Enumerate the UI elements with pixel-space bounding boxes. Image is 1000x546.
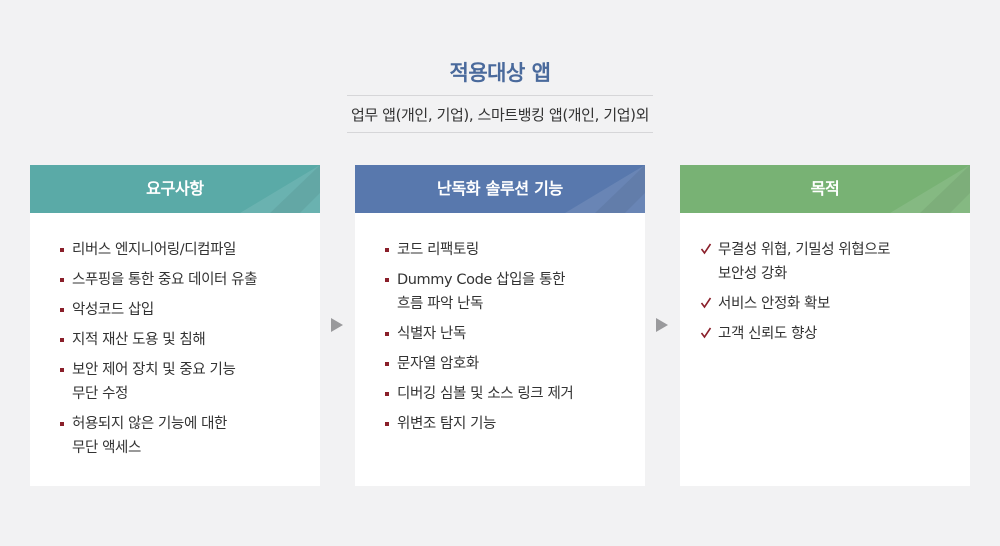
arrow-right-icon — [331, 318, 343, 332]
list-item: 문자열 암호화 — [385, 352, 625, 376]
list-item-text: 흐름 파악 난독 — [397, 296, 484, 312]
list-item: 지적 재산 도용 및 침해 — [60, 328, 300, 352]
check-icon — [700, 297, 712, 309]
list-item: 코드 리팩토링 — [385, 238, 625, 262]
square-bullet-icon — [60, 308, 64, 312]
list-item-text: 식별자 난독 — [397, 326, 466, 342]
list-item-text: 보안성 강화 — [718, 266, 787, 282]
list-item: 스푸핑을 통한 중요 데이터 유출 — [60, 268, 300, 292]
list-item-text: 무결성 위협, 기밀성 위협으로 — [718, 242, 891, 258]
solution-card-header: 난독화 솔루션 기능 — [355, 165, 645, 213]
square-bullet-icon — [60, 338, 64, 342]
list-item: 서비스 안정화 확보 — [700, 292, 950, 316]
page-title: 적용대상 앱 — [449, 61, 551, 85]
list-item-text: 무단 수정 — [72, 386, 128, 402]
list-item-text: 악성코드 삽입 — [72, 302, 154, 318]
header: 적용대상 앱 업무 앱(개인, 기업), 스마트뱅킹 앱(개인, 기업)외 — [0, 56, 1000, 133]
purpose-title: 목적 — [810, 179, 840, 198]
square-bullet-icon — [385, 392, 389, 396]
square-bullet-icon — [385, 362, 389, 366]
check-icon — [700, 243, 712, 255]
subtitle-box: 업무 앱(개인, 기업), 스마트뱅킹 앱(개인, 기업)외 — [347, 95, 653, 133]
list-item: 악성코드 삽입 — [60, 298, 300, 322]
square-bullet-icon — [60, 278, 64, 282]
list-item-text: 지적 재산 도용 및 침해 — [72, 332, 206, 348]
square-bullet-icon — [385, 278, 389, 282]
list-item-text: 서비스 안정화 확보 — [718, 296, 830, 312]
purpose-card-header: 목적 — [680, 165, 970, 213]
list-item-text: 스푸핑을 통한 중요 데이터 유출 — [72, 272, 258, 288]
list-item: 위변조 탐지 기능 — [385, 412, 625, 436]
list-item-text: 허용되지 않은 기능에 대한 — [72, 416, 227, 432]
list-item-text: 코드 리팩토링 — [397, 242, 479, 258]
header-decoration-icon — [890, 165, 970, 213]
page-subtitle: 업무 앱(개인, 기업), 스마트뱅킹 앱(개인, 기업)외 — [351, 106, 649, 124]
list-item: 식별자 난독 — [385, 322, 625, 346]
square-bullet-icon — [385, 422, 389, 426]
list-item-text: 문자열 암호화 — [397, 356, 479, 372]
list-item-text: Dummy Code 삽입을 통한 — [397, 272, 566, 288]
header-decoration-icon — [240, 165, 320, 213]
arrow-right-icon — [656, 318, 668, 332]
list-item: 고객 신뢰도 향상 — [700, 322, 950, 346]
list-item-text: 디버깅 심볼 및 소스 링크 제거 — [397, 386, 574, 402]
square-bullet-icon — [385, 332, 389, 336]
square-bullet-icon — [385, 248, 389, 252]
list-item: 디버깅 심볼 및 소스 링크 제거 — [385, 382, 625, 406]
list-item-text: 고객 신뢰도 향상 — [718, 326, 817, 342]
list-item: 리버스 엔지니어링/디컴파일 — [60, 238, 300, 262]
square-bullet-icon — [60, 422, 64, 426]
check-icon — [700, 327, 712, 339]
solution-title: 난독화 솔루션 기능 — [437, 179, 563, 198]
list-item-text: 위변조 탐지 기능 — [397, 416, 496, 432]
square-bullet-icon — [60, 368, 64, 372]
header-decoration-icon — [565, 165, 645, 213]
requirements-title: 요구사항 — [146, 179, 204, 198]
list-item-text: 리버스 엔지니어링/디컴파일 — [72, 242, 236, 258]
list-item-text: 무단 액세스 — [72, 440, 141, 456]
requirements-card-header: 요구사항 — [30, 165, 320, 213]
list-item-text: 보안 제어 장치 및 중요 기능 — [72, 362, 236, 378]
square-bullet-icon — [60, 248, 64, 252]
